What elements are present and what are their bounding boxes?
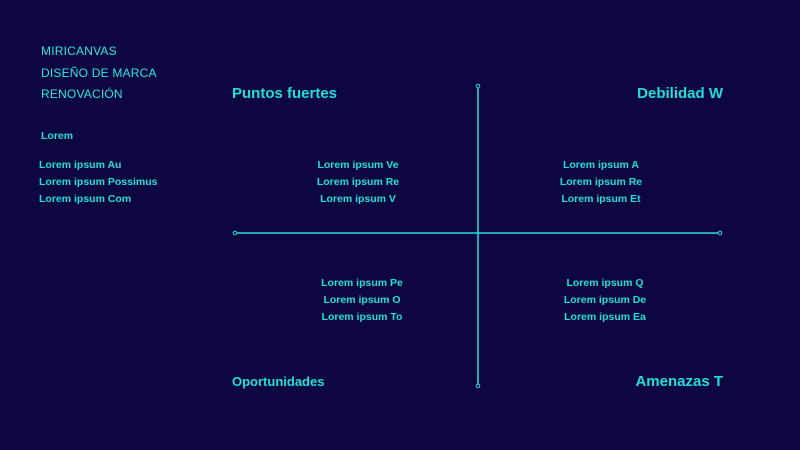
brand-subtitle: DISEÑO DE MARCA <box>41 65 157 80</box>
list-item: Lorem ipsum Re <box>559 176 643 188</box>
list-item: Lorem ipsum Re <box>316 176 400 188</box>
quadrant-title-threats: Amenazas T <box>635 373 723 390</box>
list-item: Lorem ipsum Pe <box>321 277 403 289</box>
list-item: Lorem ipsum V <box>320 193 396 205</box>
axis-endpoint-bottom <box>475 383 481 389</box>
strengths-list: Lorem ipsum Ve Lorem ipsum Re Lorem ipsu… <box>268 157 448 208</box>
axis-endpoint-right <box>717 230 723 236</box>
list-item: Lorem ipsum Ve <box>317 159 399 171</box>
list-item: Lorem ipsum Au <box>39 159 122 171</box>
list-item: Lorem ipsum Possimus <box>39 176 158 188</box>
threats-list: Lorem ipsum Q Lorem ipsum De Lorem ipsum… <box>515 275 695 326</box>
brand-name: MIRICANVAS <box>41 44 117 58</box>
sidebar-list: Lorem ipsum Au Lorem ipsum Possimus Lore… <box>39 157 157 208</box>
sidebar-heading: Lorem <box>41 130 74 142</box>
list-item: Lorem ipsum Q <box>566 277 644 289</box>
quadrant-title-opportunities: Oportunidades <box>232 374 325 389</box>
list-item: Lorem ipsum To <box>321 311 403 323</box>
opportunities-list: Lorem ipsum Pe Lorem ipsum O Lorem ipsum… <box>272 275 452 326</box>
weaknesses-list: Lorem ipsum A Lorem ipsum Re Lorem ipsum… <box>511 157 691 208</box>
list-item: Lorem ipsum De <box>563 294 647 306</box>
quadrant-title-strengths: Puntos fuertes <box>232 85 338 102</box>
brand-tagline: RENOVACIÓN <box>41 87 123 101</box>
list-item: Lorem ipsum Ea <box>564 311 646 323</box>
list-item: Lorem ipsum A <box>562 159 640 171</box>
list-item: Lorem ipsum Com <box>39 193 132 205</box>
axis-endpoint-top <box>475 83 481 89</box>
quadrant-title-weaknesses: Debilidad W <box>637 85 723 102</box>
list-item: Lorem ipsum O <box>323 294 401 306</box>
axis-endpoint-left <box>232 230 238 236</box>
brand-block: MIRICANVAS DISEÑO DE MARCA RENOVACIÓN <box>41 41 157 106</box>
list-item: Lorem ipsum Et <box>561 193 641 205</box>
